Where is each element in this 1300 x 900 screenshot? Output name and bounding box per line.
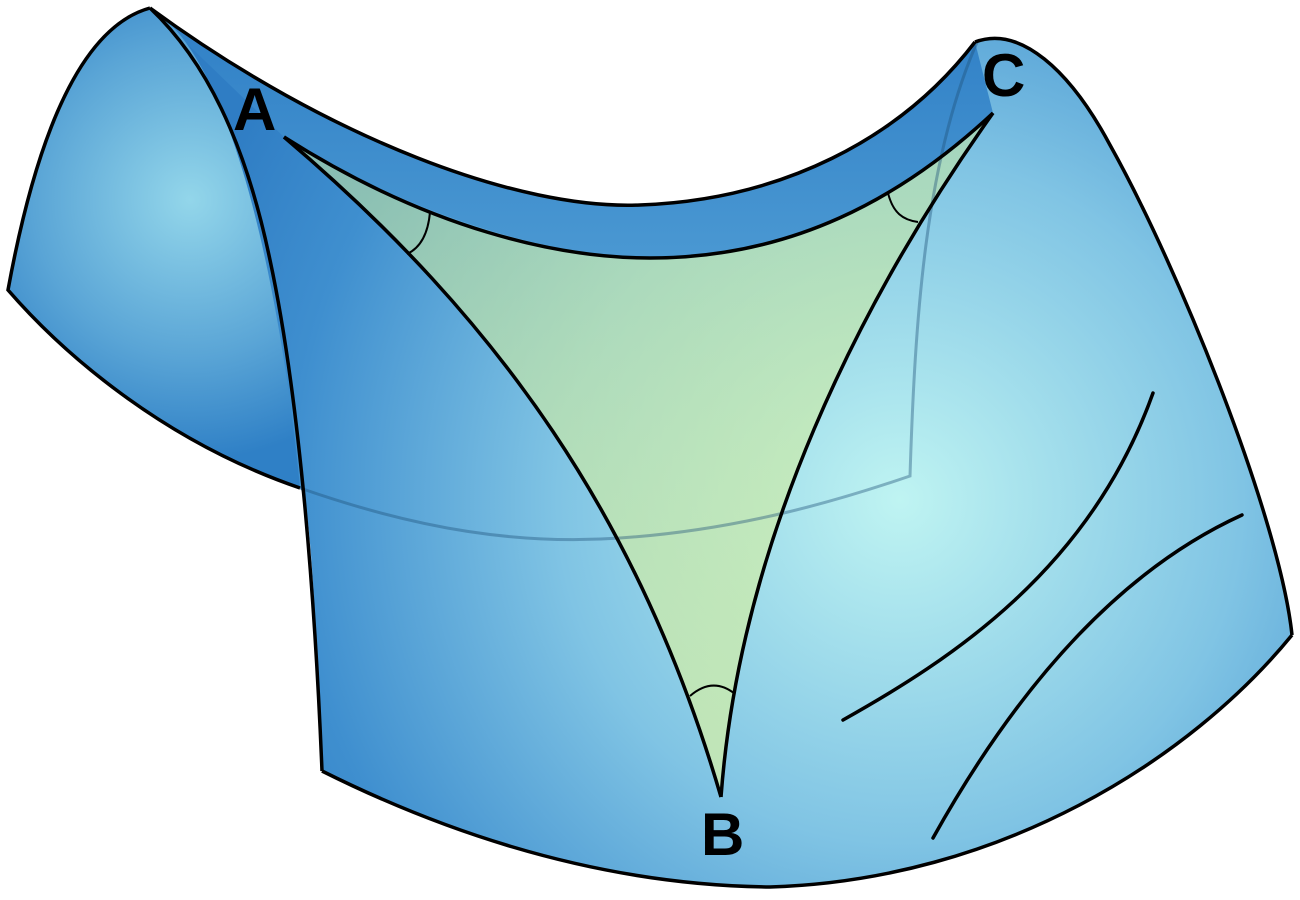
vertex-label-b: B: [701, 801, 744, 868]
front-left-edge: [148, 6, 324, 772]
triangle-fill: [284, 113, 993, 797]
angle-arc-b: [689, 684, 736, 697]
top-edge: [148, 6, 977, 207]
bottom-edge: [321, 633, 1294, 889]
right-edge: [974, 36, 1294, 636]
vertex-label-a: A: [233, 76, 276, 143]
left-flap-edge: [6, 6, 301, 490]
triangle-side-ac: [283, 111, 995, 260]
triangle-side-cb: [719, 111, 995, 798]
triangle-side-ab: [282, 135, 723, 798]
geodesic-line-1: [841, 391, 1155, 722]
angle-arc-c: [887, 192, 919, 223]
angle-arc-a: [406, 211, 431, 255]
geodesic-line-2: [931, 513, 1244, 840]
left-flap: [8, 8, 300, 488]
vertex-label-c: C: [982, 42, 1025, 109]
hidden-back-edge: [299, 39, 980, 542]
back-rim-strip: [150, 8, 993, 259]
